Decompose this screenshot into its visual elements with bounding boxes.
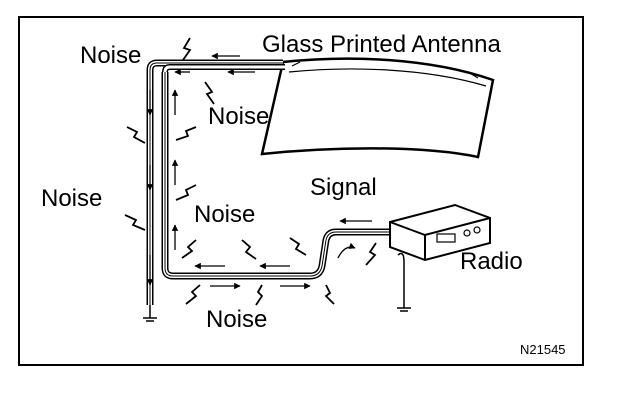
ground-symbol-left xyxy=(143,305,157,322)
noise-label-top-left: Noise xyxy=(80,42,142,69)
noise-lightning-bolts xyxy=(124,37,377,306)
noise-label-left: Noise xyxy=(41,185,103,212)
signal-label: Signal xyxy=(310,174,377,201)
noise-label-bottom: Noise xyxy=(206,306,268,333)
radio-unit xyxy=(389,203,491,262)
radio-label: Radio xyxy=(460,248,523,275)
printed-antenna-line xyxy=(288,68,487,87)
signal-arrows xyxy=(146,52,372,290)
noise-label-upper-mid: Noise xyxy=(208,103,270,130)
diagram-title: Glass Printed Antenna xyxy=(262,31,501,58)
figure-code: N21545 xyxy=(520,342,566,357)
antenna-cable xyxy=(146,59,405,305)
noise-label-center: Noise xyxy=(194,201,256,228)
ground-symbol-right xyxy=(397,252,411,312)
figure-frame xyxy=(18,16,584,366)
windshield-glass xyxy=(260,57,495,159)
